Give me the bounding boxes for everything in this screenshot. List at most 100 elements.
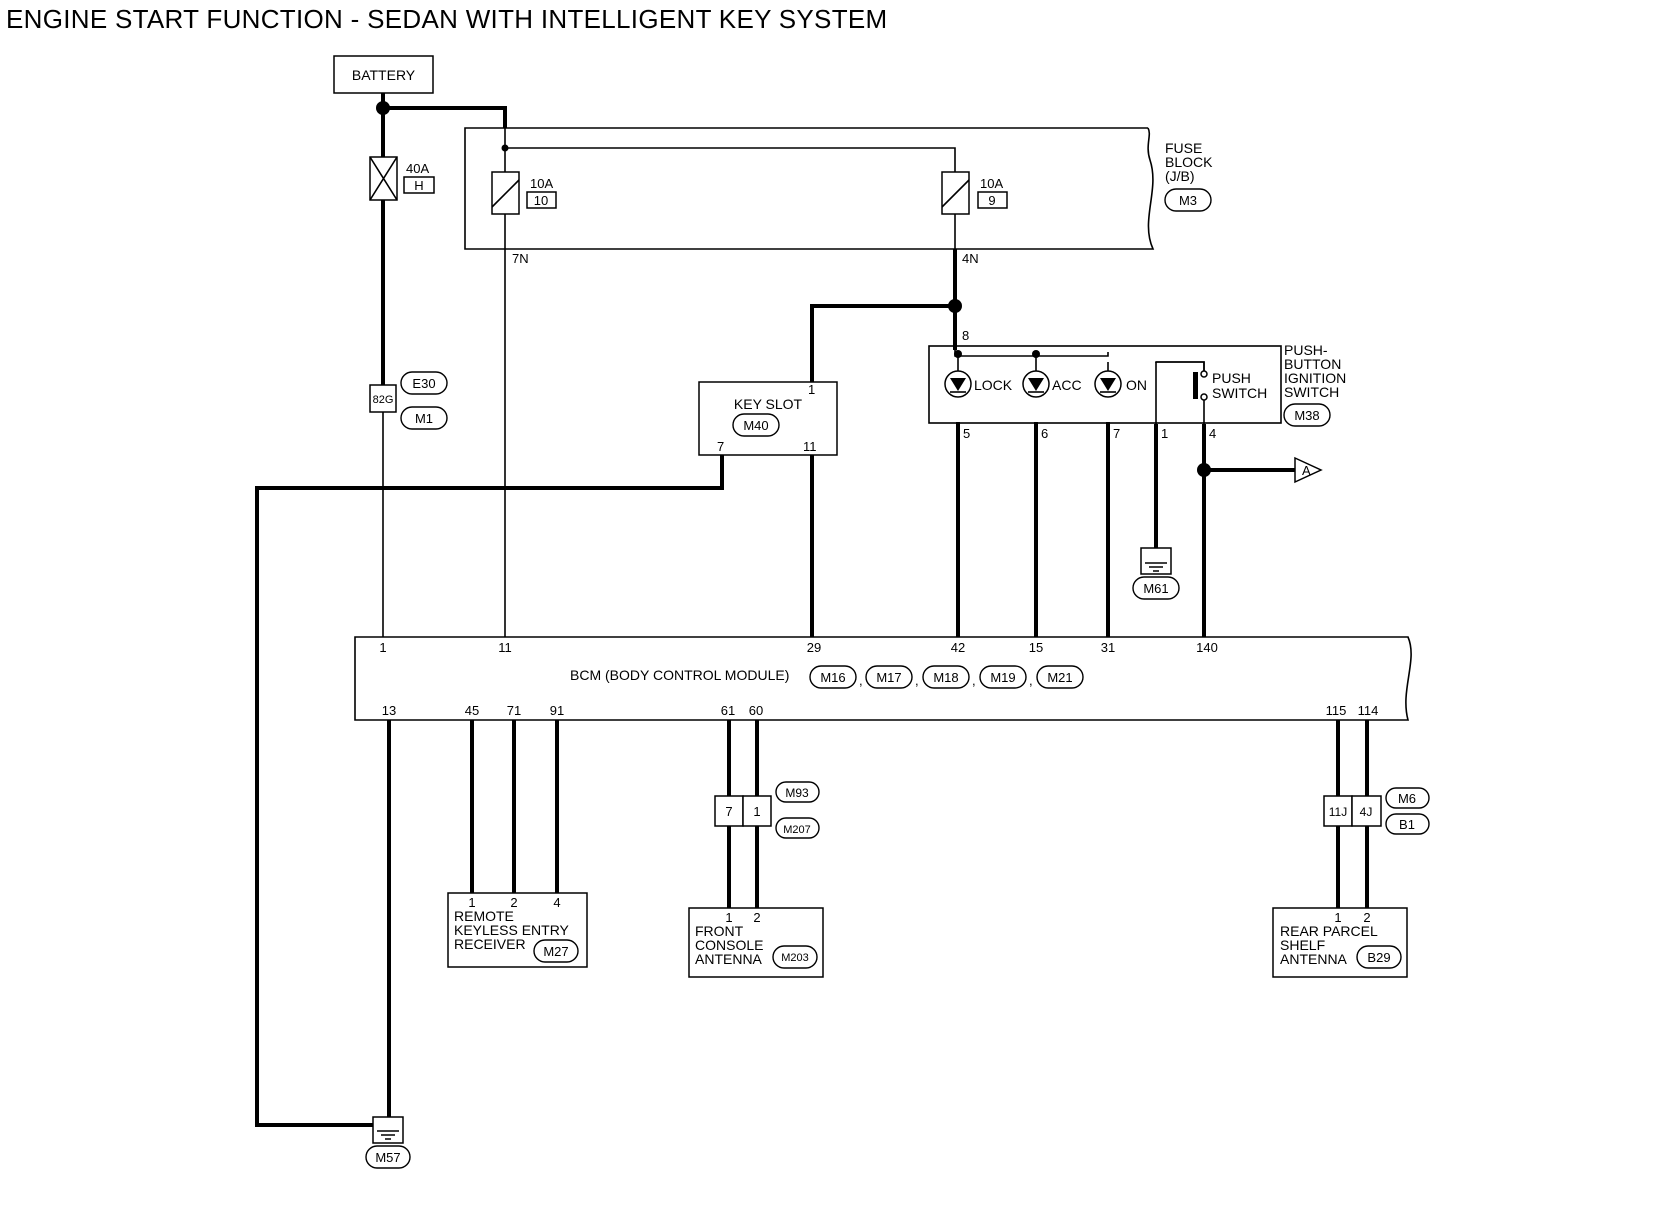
bcm-pin-15: 15 (1029, 640, 1043, 655)
receiver-pin-2: 2 (510, 895, 517, 910)
bcm-pin-13: 13 (382, 703, 396, 718)
ignition-connector: M38 (1294, 408, 1319, 423)
receiver-connector: M27 (543, 944, 568, 959)
bcm-pin-1: 1 (379, 640, 386, 655)
bcm-connector-m19: M19 (990, 670, 1015, 685)
bcm-pin-71: 71 (507, 703, 521, 718)
fusible-link: 40A H (369, 156, 435, 201)
bcm-label: BCM (BODY CONTROL MODULE) (570, 667, 789, 683)
key-slot-label: KEY SLOT (734, 396, 803, 412)
rear-parcel-shelf-antenna: 1 2 REAR PARCEL SHELF ANTENNA B29 (1272, 907, 1408, 978)
wires (255, 93, 1369, 1127)
fusible-link-amp: 40A (406, 161, 429, 176)
bcm-pin-115: 115 (1326, 703, 1347, 718)
bcm-pin-140: 140 (1196, 640, 1218, 655)
bcm-pin-91: 91 (550, 703, 564, 718)
ignition-label-3: IGNITION (1284, 370, 1346, 386)
ground-m57-label: M57 (375, 1150, 400, 1165)
key-slot: 1 KEY SLOT M40 7 11 (698, 381, 838, 456)
bcm-connector-m21: M21 (1047, 670, 1072, 685)
splice-battery (376, 101, 390, 115)
splice-dots (376, 101, 1211, 477)
joint-m93-pin-7: 7 (725, 804, 732, 819)
ignition-pin-6: 6 (1041, 426, 1048, 441)
connector-a-label: A (1302, 463, 1311, 478)
rear-antenna-label-1: REAR PARCEL (1280, 923, 1378, 939)
key-slot-pin-7: 7 (717, 439, 724, 454)
pin-7n: 7N (512, 251, 529, 266)
key-slot-pin-11: 11 (803, 439, 817, 454)
rear-antenna-label-3: ANTENNA (1280, 951, 1348, 967)
receiver-label-3: RECEIVER (454, 936, 526, 952)
svg-text:,: , (915, 673, 919, 688)
push-switch-label-2: SWITCH (1212, 385, 1267, 401)
fuse-block-label-3: (J/B) (1165, 168, 1195, 184)
ground-m61-label: M61 (1143, 581, 1168, 596)
on-label: ON (1126, 377, 1147, 393)
splice-fuse-bus (501, 144, 509, 152)
bcm-pin-61: 61 (721, 703, 735, 718)
diagram-title: ENGINE START FUNCTION - SEDAN WITH INTEL… (6, 4, 888, 34)
front-antenna-label-1: FRONT (695, 923, 744, 939)
connector-e30: E30 (412, 376, 435, 391)
bcm-connector-m17: M17 (876, 670, 901, 685)
ignition-pin-5: 5 (963, 426, 970, 441)
connector-m6: M6 (1398, 791, 1416, 806)
front-antenna-label-3: ANTENNA (695, 951, 763, 967)
svg-text:,: , (859, 673, 863, 688)
lock-label: LOCK (974, 377, 1013, 393)
connector-m1: M1 (415, 411, 433, 426)
connector-a-arrow: A (1294, 456, 1323, 484)
rear-antenna-connector: B29 (1367, 950, 1390, 965)
key-slot-connector: M40 (743, 418, 768, 433)
push-switch-label-1: PUSH (1212, 370, 1251, 386)
fuse-block-connector: M3 (1179, 193, 1197, 208)
bcm-pin-114: 114 (1358, 703, 1379, 718)
ignition-pin-8: 8 (962, 328, 969, 343)
push-switch-contact (1193, 372, 1198, 399)
rear-antenna-pin-1: 1 (1334, 910, 1341, 925)
receiver-pin-1: 1 (468, 895, 475, 910)
front-antenna-pin-2: 2 (753, 910, 760, 925)
joint-e30-m1: 82G E30 M1 (369, 371, 448, 430)
bcm-pin-42: 42 (951, 640, 965, 655)
fusible-link-id: H (414, 178, 423, 193)
ignition-label-1: PUSH- (1284, 342, 1328, 358)
receiver-pin-4: 4 (553, 895, 560, 910)
fuse-9-amp: 10A (980, 176, 1003, 191)
joint-m6-pin-11j: 11J (1329, 805, 1347, 819)
front-antenna-connector: M203 (781, 952, 809, 964)
fuse-block: 10A 10 7N 10A 9 4N FUSE BLOCK (J/B) M3 (464, 127, 1213, 266)
front-antenna-label-2: CONSOLE (695, 937, 763, 953)
bcm-pin-31: 31 (1101, 640, 1115, 655)
ground-m61: M61 (1132, 547, 1180, 600)
bcm-pin-60: 60 (749, 703, 763, 718)
svg-text:,: , (1029, 673, 1033, 688)
rear-antenna-label-2: SHELF (1280, 937, 1325, 953)
fuse-block-label-2: BLOCK (1165, 154, 1213, 170)
splice-switch-bus-2 (1032, 350, 1040, 358)
acc-label: ACC (1052, 377, 1082, 393)
splice-pin4 (1197, 463, 1211, 477)
ignition-label-2: BUTTON (1284, 356, 1341, 372)
ignition-label-4: SWITCH (1284, 384, 1339, 400)
fuse-9-id: 9 (988, 193, 995, 208)
remote-keyless-entry-receiver: 1 2 4 REMOTE KEYLESS ENTRY RECEIVER M27 (447, 892, 588, 968)
bcm-pin-11: 11 (498, 640, 512, 655)
ignition-pin-1: 1 (1161, 426, 1168, 441)
fuse-9 (941, 171, 970, 215)
fuse-10-id: 10 (534, 193, 548, 208)
bcm: 1 11 29 42 15 31 140 BCM (BODY CONTROL M… (354, 636, 1412, 721)
joint-m6-b1: 11J 4J M6 B1 (1323, 787, 1430, 835)
ground-m57: M57 (365, 1116, 411, 1169)
ignition-pin-4: 4 (1209, 426, 1216, 441)
joint-m93-pin-1: 1 (753, 804, 760, 819)
receiver-label-1: REMOTE (454, 908, 514, 924)
joint-m93-m207: 7 1 M93 M207 (714, 781, 820, 839)
battery-label: BATTERY (352, 67, 416, 83)
front-console-antenna: 1 2 FRONT CONSOLE ANTENNA M203 (688, 907, 824, 978)
connector-m93: M93 (785, 786, 809, 800)
splice-4n (948, 299, 962, 313)
joint-pin-82g: 82G (373, 394, 394, 406)
